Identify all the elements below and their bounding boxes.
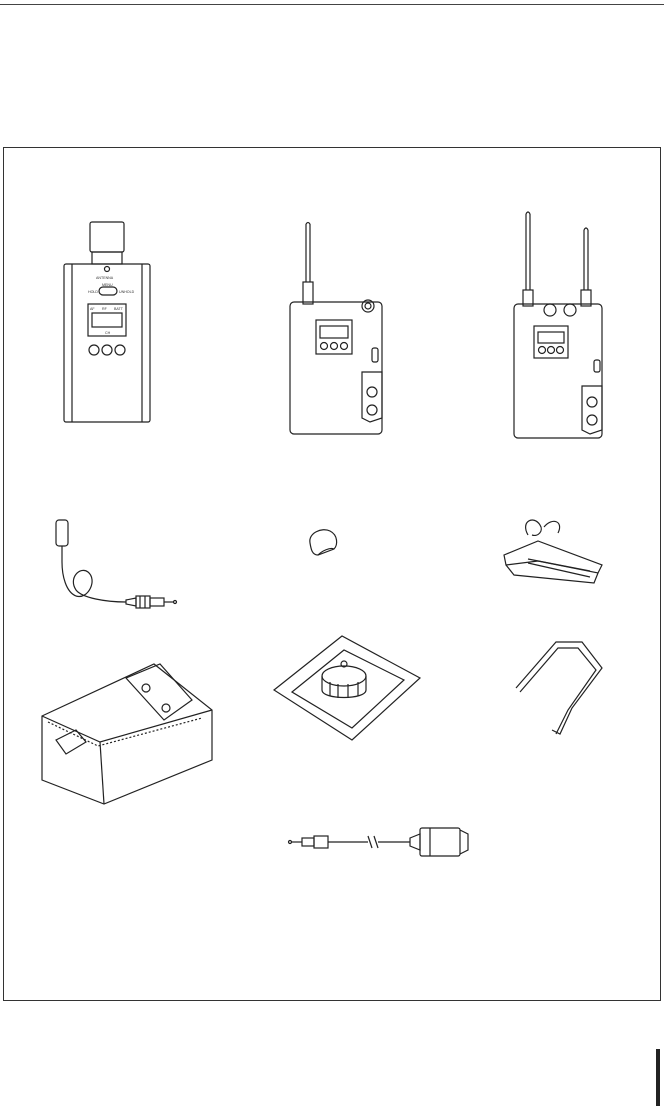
shoe-adaptor-illustration	[272, 634, 424, 744]
windscreen-illustration	[304, 525, 344, 559]
carrying-pouch-illustration	[34, 660, 220, 808]
antenna-label: ANTENNA	[96, 276, 114, 280]
lavalier-microphone-illustration	[46, 516, 186, 612]
page-edge-tab	[656, 1049, 660, 1106]
rf-label: RF	[102, 307, 108, 311]
header-rule	[0, 4, 664, 5]
af-label: AF	[90, 307, 95, 311]
unhold-label: UNHOLD	[119, 290, 135, 294]
plug-on-transmitter-illustration: ANTENNA MENU HOLD UNHOLD AF RF BATT CH	[52, 220, 162, 430]
xlr-output-cable-illustration	[284, 818, 470, 864]
belt-clip-illustration	[512, 638, 612, 738]
batt-label: BATT	[114, 307, 124, 311]
bodypack-transmitter-illustration	[286, 222, 396, 436]
portable-receiver-illustration	[510, 210, 620, 440]
ch-label: CH	[105, 331, 111, 335]
hold-label: HOLD	[88, 290, 98, 294]
microphone-clip-illustration	[498, 515, 610, 587]
accessories-frame: ANTENNA MENU HOLD UNHOLD AF RF BATT CH	[3, 147, 661, 1001]
menu-label: MENU	[102, 283, 113, 287]
